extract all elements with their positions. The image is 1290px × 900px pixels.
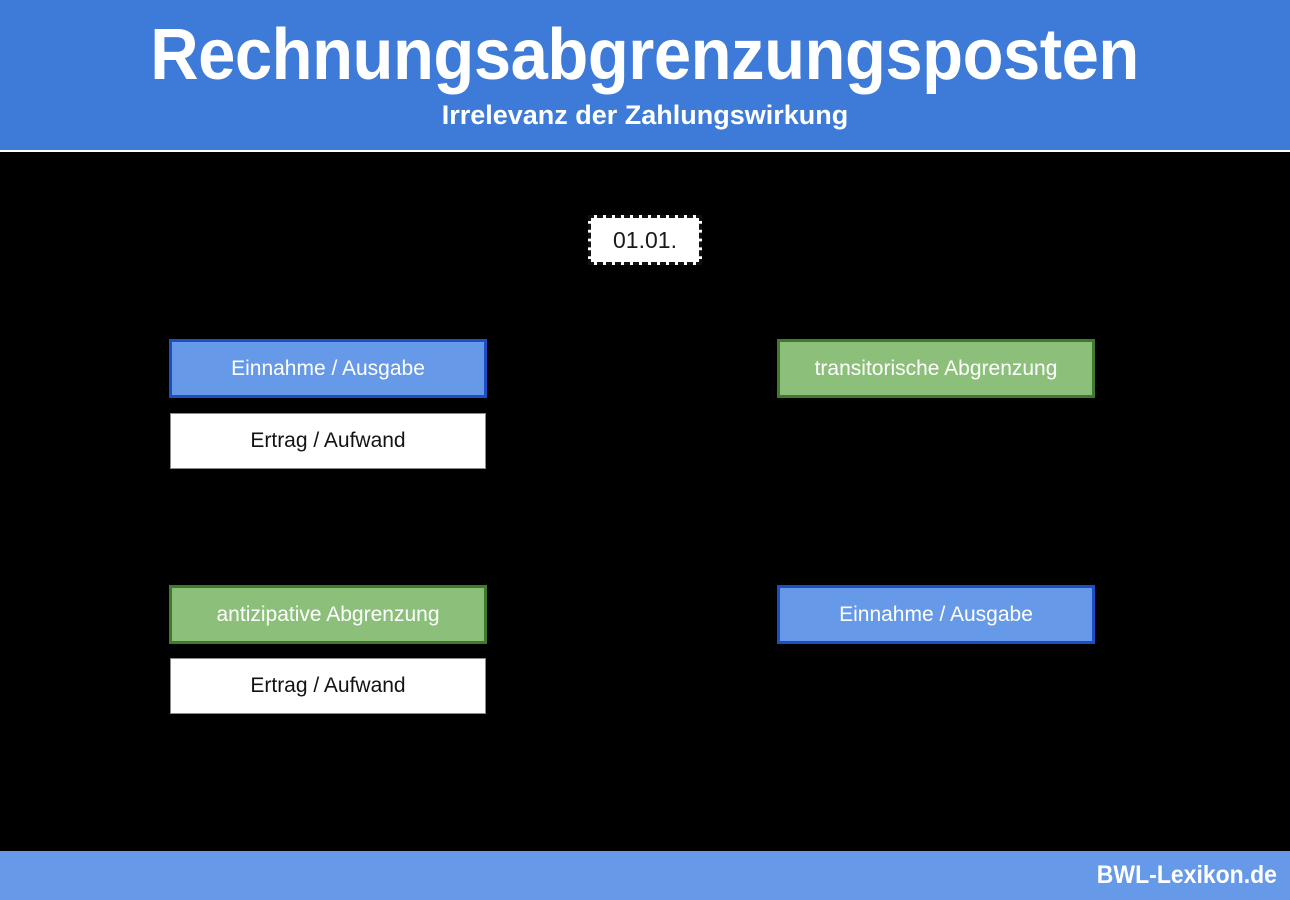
node-ertrag-aufwand-bottom-left: Ertrag / Aufwand (170, 658, 486, 714)
node-label: Einnahme / Ausgabe (231, 356, 425, 380)
node-ertrag-aufwand-top-left: Ertrag / Aufwand (170, 413, 486, 469)
date-marker-chip: 01.01. (588, 215, 702, 265)
node-transitorische-abgrenzung: transitorische Abgrenzung (777, 339, 1095, 398)
node-einnahme-ausgabe-top-left: Einnahme / Ausgabe (169, 339, 487, 398)
node-antizipative-abgrenzung: antizipative Abgrenzung (169, 585, 487, 644)
page-title: Rechnungsabgrenzungsposten (150, 15, 1140, 96)
node-label: transitorische Abgrenzung (814, 356, 1058, 380)
date-marker-label: 01.01. (613, 226, 677, 253)
footer-bar: BWL-Lexikon.de (0, 851, 1290, 900)
node-label: Ertrag / Aufwand (250, 429, 406, 453)
diagram-canvas: 01.01. Einnahme / Ausgabe Ertrag / Aufwa… (0, 152, 1290, 851)
node-label: Einnahme / Ausgabe (839, 602, 1033, 626)
header-banner: Rechnungsabgrenzungsposten Irrelevanz de… (0, 0, 1290, 152)
node-label: antizipative Abgrenzung (216, 602, 440, 626)
node-einnahme-ausgabe-bottom-right: Einnahme / Ausgabe (777, 585, 1095, 644)
page-subtitle: Irrelevanz der Zahlungswirkung (441, 99, 849, 130)
node-label: Ertrag / Aufwand (250, 674, 406, 698)
footer-brand-label: BWL-Lexikon.de (1096, 861, 1278, 889)
